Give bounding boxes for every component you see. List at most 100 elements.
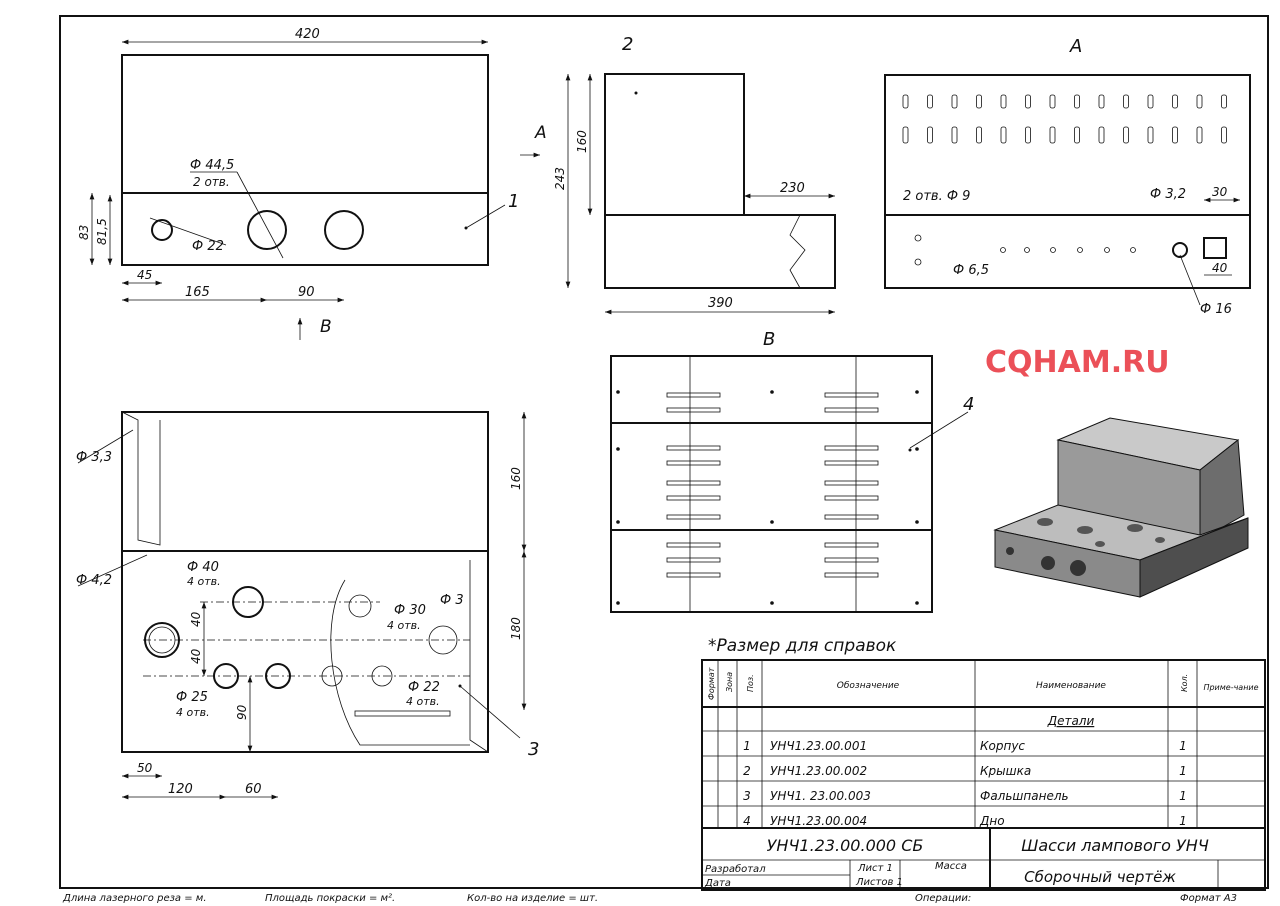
row-name: Корпус [980,739,1025,753]
vent-slot [976,94,982,109]
doc-title: Шасси лампового УНЧ [1021,836,1209,855]
mount-hole [616,390,620,394]
dim-165: 165 [185,285,210,300]
hole-qty: 2 отв. [193,175,230,189]
vent-slot [824,572,879,578]
developed-label: Разработал [705,863,766,875]
vent-slot [1025,94,1031,109]
row-qty: 1 [1179,739,1187,753]
isometric-view [993,417,1249,598]
hole-label: Ф 44,5 [190,158,234,173]
vent-slot [951,126,958,144]
footer: Длина лазерного реза = м. Площадь покрас… [62,893,1237,904]
row-pos: 4 [743,814,751,828]
vent-slot [1000,94,1007,109]
vent-slot [666,480,721,486]
dim-50: 50 [137,761,153,775]
vent-slot [666,407,721,413]
hole-label: Ф 22 [408,680,440,695]
doc-code: УНЧ1.23.00.000 СБ [767,836,924,855]
hole-label: Ф 30 [394,603,426,618]
dim-160: 160 [509,467,523,490]
position-label: 3 [528,739,539,760]
footer-laser: Длина лазерного реза = м. [62,893,207,904]
dim-83: 83 [77,225,91,240]
view-a: A 2 отв. Ф 9 Ф 6,5 Ф 3,2 30 40 Ф 16 [884,36,1251,317]
header-designation: Обозначение [837,681,900,691]
vent-slot [902,94,909,109]
view-title: B [763,329,775,350]
vent-slot [666,542,721,548]
vent-slot [1000,126,1007,144]
mount-hole [616,601,620,605]
table-row: 3 УНЧ1. 23.00.003 Фальшпанель 1 [743,789,1187,803]
mount-hole [616,520,620,524]
dim-180: 180 [509,617,523,640]
row-qty: 1 [1179,814,1187,828]
dim-40: 40 [189,648,203,664]
vent-slot [1123,94,1129,109]
vent-slot [1196,94,1203,109]
hole-qty: 4 отв. [387,619,421,632]
hole [1130,247,1136,253]
dim-81-5: 81,5 [95,218,109,245]
vent-slot [1074,94,1080,109]
row-code: УНЧ1.23.00.002 [770,764,867,778]
reference-note: *Размер для справок [708,636,897,656]
dim-120: 120 [168,782,193,797]
dim-243: 243 [553,167,567,190]
vent-slot [1172,94,1178,109]
vent-slot [1074,126,1080,144]
hole-label: 2 отв. Ф 9 [903,189,970,204]
dim-230: 230 [780,181,805,196]
front-view: 420 83 81,5 45 165 90 Ф 44,5 2 отв. Ф 22… [77,27,519,340]
vent-slot [1147,126,1154,144]
mount-hole [770,520,774,524]
watermark: CQHAM.RU [985,345,1170,380]
hole-label: Ф 3 [440,593,464,608]
hole [1024,247,1030,253]
vent-slot [1196,126,1203,144]
vent-slot [951,94,958,109]
header-zone: Зона [725,672,734,692]
mount-hole [915,520,919,524]
dim-90: 90 [235,704,249,720]
hole-label: Ф 25 [176,690,208,705]
vent-slot [824,445,879,451]
vent-slot [927,94,933,109]
vent-slot [976,126,982,144]
dim-160: 160 [575,130,589,153]
vent-slot [824,495,879,501]
mount-hole [915,447,919,451]
dim-420: 420 [295,27,320,42]
view-arrow-label: A [534,123,547,143]
position-label: 1 [508,191,519,212]
row-qty: 1 [1179,789,1187,803]
doc-type: Сборочный чертёж [1024,868,1176,886]
bottom-view: 40 40 90 160 180 50 120 60 Ф 3,3 Ф 4,2 Ф… [76,411,539,800]
row-qty: 1 [1179,764,1187,778]
footer-qty: Кол-во на изделие = шт. [467,893,598,904]
mass-label: Масса [935,861,967,872]
row-code: УНЧ1. 23.00.003 [770,789,871,803]
row-pos: 3 [743,789,751,803]
vent-slot [666,460,721,466]
row-name: Дно [979,814,1005,828]
row-pos: 2 [743,764,751,778]
vent-slot [666,445,721,451]
hole-label: Ф 3,2 [1150,187,1186,202]
dim-390: 390 [708,296,733,311]
vent-slot [1098,94,1105,109]
hole-qty: 4 отв. [187,575,221,588]
hole-label: Ф 4,2 [76,573,112,588]
view-title: A [1069,36,1082,57]
hole-qty: 4 отв. [176,706,210,719]
row-pos: 1 [743,739,751,753]
header-format: Формат [707,667,716,700]
sheets-label: Листов 1 [855,877,903,888]
vent-slot [666,495,721,501]
row-name: Фальшпанель [980,789,1069,803]
